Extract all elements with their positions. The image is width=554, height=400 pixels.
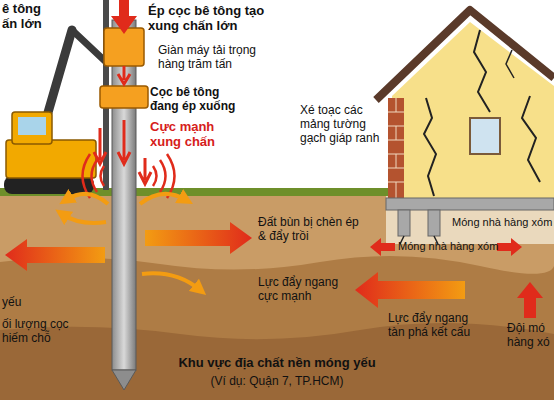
down-arrow [139,158,151,184]
house-wall [392,22,554,200]
down-arrow [94,128,106,164]
callout-label: Cọc bê tông đang ép xuống [150,86,242,114]
wall-crack [474,30,490,112]
callout-label: ối lượng cọc hiếm chỗ [2,318,82,346]
shock-wave [83,154,91,198]
down-arrow [118,120,130,164]
heave-arrow [66,194,108,204]
callout-label: Đội mó hàng xó [507,322,553,350]
wall-crack [506,50,514,78]
force-arrow [5,239,105,271]
pile-tip [112,370,136,390]
callout-label: Xé toạc các mảng tường gạch giáp ranh [300,104,382,145]
callout-label: Giàn máy tải trọng hàng trăm tấn [158,44,278,72]
callout-label: Cực mạnh xung chấn [150,120,230,150]
force-arrow [145,222,252,254]
callout-label: Móng nhà hàng xóm [452,216,552,229]
shock-wave [167,154,175,198]
heave-arrow [142,273,200,290]
callout-label: Lực đẩy ngang tàn phá kết cấu [388,312,483,340]
force-arrow [355,272,465,308]
force-arrow [497,238,522,256]
wall-crack [522,96,540,182]
house-window [470,118,500,154]
callout-label: Đất bùn bị chèn ép & đẩy trồi [258,216,366,244]
uplift-arrow [517,282,543,318]
shock-wave [153,166,157,186]
cab-window [18,117,46,135]
callout-label: ê tông ấn lớn [2,2,57,32]
heave-arrow [140,194,186,204]
excavator-arm [72,30,106,62]
brick-lines [388,98,404,200]
weak-soil-layer [0,323,554,400]
foundation-slab [386,198,554,210]
force-arrow [370,238,395,256]
shock-wave [101,166,105,186]
callout-label: yếu [2,296,21,310]
callout-label: (Ví dụ: Quận 7, TP.HCM) [147,375,407,389]
wall-crack [424,98,436,196]
foundation-pier [398,210,410,236]
callout-label: Móng nhà hàng xóm [398,240,498,253]
foundation-cutaway [386,196,554,244]
press-arrow [111,0,137,34]
shock-wave [160,160,166,192]
heave-arrow [62,214,106,223]
shock-wave [92,160,98,192]
pile-clamp [100,86,148,108]
brick-pillar [388,98,404,200]
foundation-pier [428,210,440,236]
callout-label: Lực đẩy ngang cực mạnh [258,276,348,304]
house-roof [376,10,554,100]
callout-label: Ép cọc bê tông tạo xung chấn lớn [148,4,283,34]
callout-label: Khu vực địa chất nền móng yếu [147,356,407,371]
excavator-cab [12,112,52,144]
topsoil-layer [0,194,554,400]
mud-layer [0,256,554,400]
concrete-pile [112,20,136,370]
press-arrow [118,66,130,84]
